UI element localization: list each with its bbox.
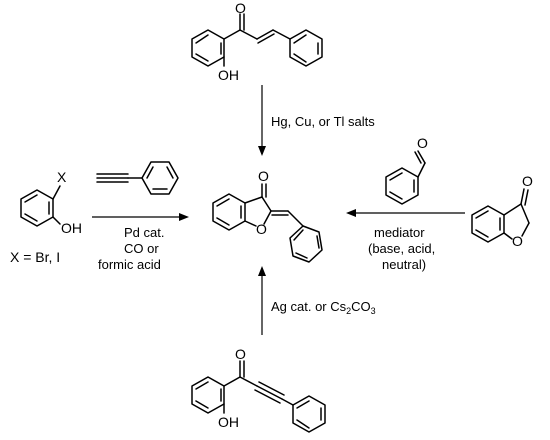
molecule-right-benzaldehyde: O xyxy=(385,135,428,205)
condition-top: Hg, Cu, or Tl salts xyxy=(271,114,375,129)
condition-bottom-prefix: Ag cat. or Cs xyxy=(271,299,347,314)
condition-right-1: mediator xyxy=(374,225,425,240)
furanone-ring-o-label: O xyxy=(512,233,523,249)
molecule-bottom-ynone: O OH xyxy=(191,346,326,433)
condition-bottom-sub: 2 xyxy=(346,306,351,316)
condition-left-2: CO or xyxy=(124,241,159,256)
arrow-left: Pd cat. CO or formic acid xyxy=(92,213,189,272)
top-carbonyl-o-label: O xyxy=(235,0,246,16)
molecule-center-aurone: O O xyxy=(212,168,323,263)
left-oh-label: OH xyxy=(61,220,82,236)
molecule-left-halophenol: X OH X = Br, I xyxy=(10,169,82,265)
condition-left-3: formic acid xyxy=(98,257,161,272)
aldehyde-o-label: O xyxy=(417,135,428,151)
arrow-right: mediator (base, acid, neutral) xyxy=(346,209,465,272)
halogen-definition: X = Br, I xyxy=(10,249,60,265)
condition-bottom-mid: CO xyxy=(351,299,371,314)
condition-right-3: neutral) xyxy=(382,257,426,272)
bottom-carbonyl-o-label: O xyxy=(235,346,246,362)
center-ring-o-label: O xyxy=(256,221,267,237)
bottom-oh-label: OH xyxy=(218,414,239,430)
halogen-x-label: X xyxy=(57,169,67,185)
ketone-o-label: O xyxy=(522,173,533,189)
condition-bottom-sub2: 3 xyxy=(371,306,376,316)
arrow-bottom: Ag cat. or Cs2CO3 xyxy=(258,266,376,335)
condition-bottom: Ag cat. or Cs2CO3 xyxy=(271,299,376,316)
arrow-top: Hg, Cu, or Tl salts xyxy=(258,85,375,156)
condition-right-2: (base, acid, xyxy=(368,241,435,256)
molecule-left-phenylacetylene xyxy=(96,161,179,195)
condition-left-1: Pd cat. xyxy=(124,225,164,240)
molecule-top-chalcone: O OH xyxy=(191,0,323,83)
molecule-right-benzofuranone: O O xyxy=(471,173,533,249)
center-carbonyl-o-label: O xyxy=(258,168,269,184)
top-oh-label: OH xyxy=(218,67,239,83)
